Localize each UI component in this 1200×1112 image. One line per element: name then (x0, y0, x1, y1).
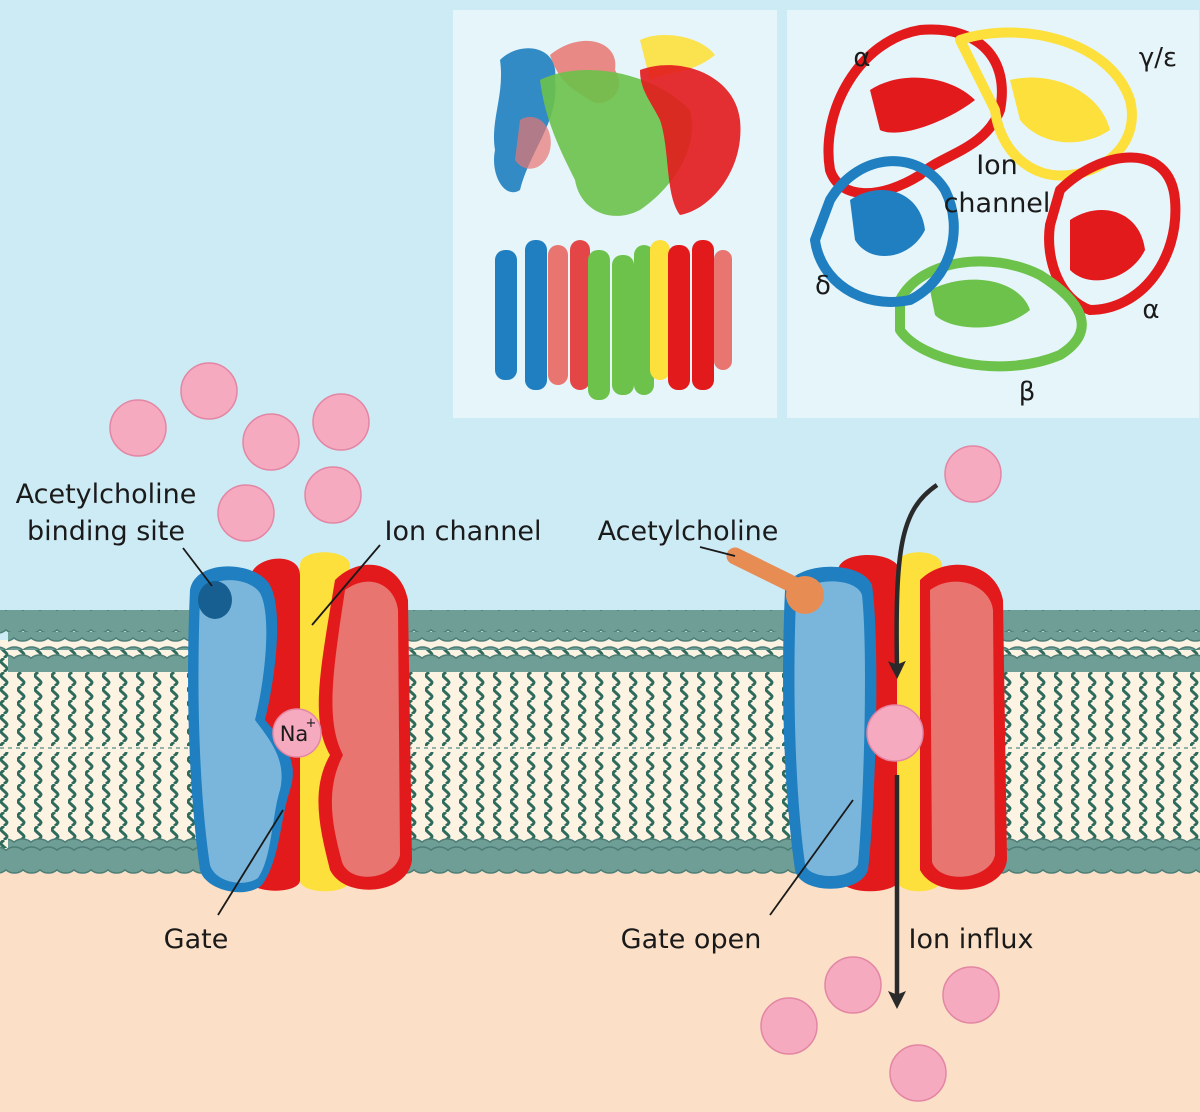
receptor-open (726, 547, 1007, 892)
subunit-alpha-top (823, 24, 1007, 199)
top-view-center-label-line1: Ion (976, 150, 1018, 181)
top-view-structure-panel: α γ/ε δ α β Ion channel (787, 10, 1199, 418)
binding-site-label-line2: binding site (27, 516, 185, 547)
acetylcholine-leader (699, 546, 736, 557)
intracellular-space (0, 860, 1200, 1112)
subunit-gamma-epsilon-label: γ/ε (1139, 43, 1177, 73)
acetylcholine-molecule (242, 413, 300, 471)
acetylcholine-molecule (312, 393, 370, 451)
ion-channel-label: Ion channel (384, 516, 541, 547)
binding-site-label-line1: Acetylcholine (16, 479, 197, 510)
subunit-red-right-light (331, 581, 400, 877)
gate-leader (217, 809, 284, 916)
ion-channel-leader (311, 544, 381, 626)
subunit-alpha-top-label: α (853, 43, 870, 73)
lipid-bilayer (0, 610, 1200, 878)
gate-open-label: Gate open (621, 924, 762, 955)
extracellular-domain (493, 35, 741, 216)
sodium-ion-intracellular (760, 997, 818, 1055)
sodium-ion-charge: + (306, 716, 317, 731)
acetylcholine-molecule (109, 399, 167, 457)
sodium-ion-in-channel (866, 704, 924, 762)
receptor-closed: Na + (188, 552, 412, 893)
incoming-acetylcholine (944, 445, 1002, 503)
gate-label: Gate (164, 924, 229, 955)
leader-lines (182, 544, 854, 916)
lipid-heads-upper-inner (8, 632, 1200, 672)
sodium-ion-intracellular (889, 1044, 947, 1102)
side-view-structure-panel (453, 10, 777, 418)
subunit-beta-label: β (1019, 377, 1036, 407)
top-view-center-label-line2: channel (944, 188, 1051, 219)
sodium-ion-intracellular (942, 966, 1000, 1024)
subunit-delta-label: δ (815, 271, 831, 301)
ion-influx-label: Ion influx (909, 924, 1034, 955)
sodium-ion-intracellular (824, 956, 882, 1014)
subunit-delta (810, 156, 959, 307)
binding-site (198, 581, 232, 619)
acetylcholine-molecule (180, 362, 238, 420)
ion-entry-arrow (887, 483, 939, 679)
subunit-alpha-right (1044, 152, 1181, 315)
subunit-gamma-epsilon (955, 27, 1137, 181)
subunit-beta (895, 256, 1087, 372)
acetylcholine-molecule (217, 484, 275, 542)
subunit-red-right-light (930, 581, 995, 877)
subunit-blue-light (198, 580, 282, 883)
subunit-alpha-right-label: α (1142, 295, 1159, 325)
transmembrane-helices (495, 240, 732, 400)
lipid-heads-lower-outer (0, 838, 1200, 878)
sodium-ion (272, 708, 322, 758)
subunit-blue-light (794, 581, 865, 876)
acetylcholine-label: Acetylcholine (598, 516, 779, 547)
acetylcholine-molecule (304, 466, 362, 524)
bound-acetylcholine-head (786, 576, 824, 614)
bound-acetylcholine (726, 547, 809, 597)
sodium-ion-label: Na (280, 722, 309, 746)
binding-site-leader (182, 547, 213, 587)
gate-open-leader (769, 799, 854, 916)
free-acetylcholine-group (109, 362, 370, 542)
